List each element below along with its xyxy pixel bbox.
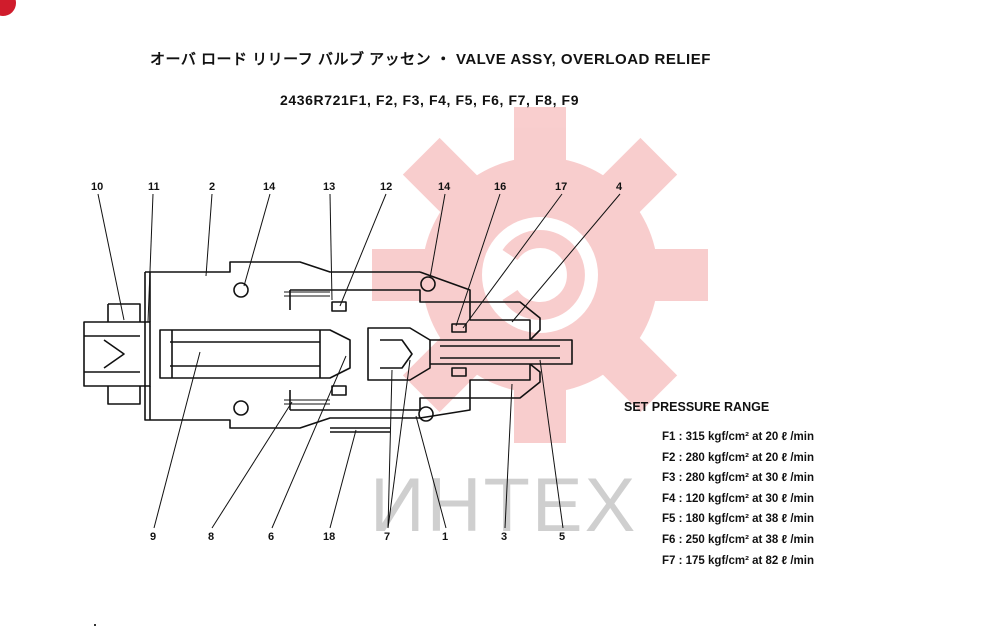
pressure-range-list: F1 : 315 kgf/cm² at 20 ℓ /min F2 : 280 k… — [662, 431, 814, 575]
callout-top-14b: 14 — [438, 181, 451, 193]
callout-top-4: 4 — [616, 181, 623, 193]
pressure-row-f2: F2 : 280 kgf/cm² at 20 ℓ /min — [662, 451, 814, 464]
callout-bottom-3: 3 — [501, 531, 507, 543]
part-number-list: 2436R721F1, F2, F3, F4, F5, F6, F7, F8, … — [280, 92, 580, 108]
callout-top-14a: 14 — [263, 181, 276, 193]
callout-top-13: 13 — [323, 181, 335, 193]
pressure-range-title: SET PRESSURE RANGE — [624, 400, 770, 414]
pressure-row-f6: F6 : 250 kgf/cm² at 38 ℓ /min — [662, 533, 814, 546]
callout-bottom-5: 5 — [559, 531, 565, 543]
callout-bottom-1: 1 — [442, 531, 448, 543]
page-title: オーバ ロード リリーフ バルブ アッセン ・ VALVE ASSY, OVER… — [150, 51, 711, 68]
pressure-row-f5: F5 : 180 kgf/cm² at 38 ℓ /min — [662, 513, 814, 526]
callout-bottom-7: 7 — [384, 531, 390, 543]
callout-top-2: 2 — [209, 181, 215, 193]
pressure-row-f3: F3 : 280 kgf/cm² at 30 ℓ /min — [662, 472, 814, 485]
callout-top-10: 10 — [91, 181, 103, 193]
callout-bottom-9: 9 — [150, 531, 156, 543]
callout-top-11: 11 — [148, 181, 160, 193]
callout-top-16: 16 — [494, 181, 506, 193]
pressure-row-f1: F1 : 315 kgf/cm² at 20 ℓ /min — [662, 431, 814, 443]
pressure-row-f7: F7 : 175 kgf/cm² at 82 ℓ /min — [662, 554, 814, 567]
callout-bottom-6: 6 — [268, 531, 274, 543]
corner-badge-icon — [0, 0, 16, 16]
callout-top-12: 12 — [380, 181, 392, 193]
callout-bottom-18: 18 — [323, 531, 335, 543]
callout-bottom-8: 8 — [208, 531, 214, 543]
pressure-row-f4: F4 : 120 kgf/cm² at 30 ℓ /min — [662, 492, 814, 505]
callout-top-17: 17 — [555, 181, 567, 193]
watermark-text: ИНТЕХ — [370, 463, 638, 548]
stray-mark — [94, 624, 96, 626]
